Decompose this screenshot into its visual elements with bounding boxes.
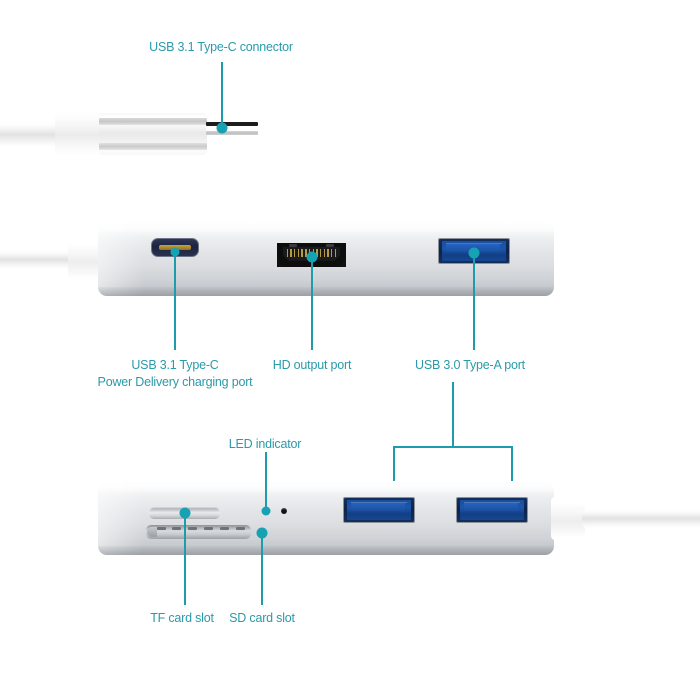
usb-a-port-left-tongue	[350, 503, 405, 511]
led-indicator-light	[281, 508, 287, 514]
hdmi-pin	[319, 249, 322, 258]
sd-card-slot-contacts	[156, 527, 245, 531]
hub-back-bottom-edge	[98, 546, 554, 555]
hdmi-pin	[290, 249, 292, 258]
label-sd-card-slot: SD card slot	[229, 611, 295, 625]
usb-a-port-left-cavity	[346, 500, 412, 520]
sd-contact	[156, 527, 166, 531]
usb-a-port-right[interactable]	[456, 497, 528, 523]
hub-front-left-sheen	[98, 222, 144, 296]
label-led-indicator: LED indicator	[228, 437, 302, 451]
leader-line-led-indicator	[265, 452, 267, 512]
hub-back-strain-relief	[551, 497, 585, 540]
leader-line-tf-card-slot	[184, 513, 186, 605]
hdmi-pin	[327, 249, 329, 258]
bracket-branch-right	[511, 446, 513, 504]
typec-tip-lower-contact	[206, 131, 258, 135]
hdmi-pin	[301, 249, 303, 258]
sd-contact	[203, 527, 213, 531]
hdmi-pin	[297, 249, 300, 258]
shell-seam-top	[99, 118, 207, 125]
hub-front-cable	[0, 250, 72, 269]
callout-dot-hd-output	[306, 251, 318, 263]
usb-a-port-left[interactable]	[343, 497, 415, 523]
hdmi-pin	[323, 249, 326, 258]
hdmi-pin	[316, 249, 318, 258]
sd-contact	[172, 527, 182, 531]
usb-a-port-right-highlight	[463, 501, 521, 503]
callout-dot-sd-card-slot	[256, 527, 268, 539]
callout-dot-usb30-front	[468, 247, 480, 259]
hdmi-pin	[334, 249, 337, 258]
usb-a-port-left-highlight	[350, 501, 408, 503]
callout-dot-led-indicator	[261, 506, 271, 516]
hub-back-top-highlight	[98, 481, 554, 493]
bracket-horizontal-bar	[393, 446, 513, 448]
sd-card-slot-end-cap	[147, 527, 157, 537]
hdmi-notch-right	[326, 244, 334, 248]
typec-tip-gap	[206, 126, 258, 131]
sd-contact	[188, 527, 198, 531]
leader-line-typec-connector	[221, 62, 223, 128]
callout-dot-typec-connector	[216, 122, 228, 134]
sd-contact	[235, 527, 245, 531]
sd-card-slot[interactable]	[146, 525, 251, 539]
hdmi-pin	[294, 249, 296, 258]
hdmi-notch-left	[289, 244, 297, 248]
hub-front-strain-relief	[68, 238, 102, 281]
typec-tip-upper-contact	[206, 122, 258, 126]
leader-line-usb30-front	[473, 252, 475, 350]
leader-line-sd-card-slot	[261, 533, 263, 605]
hub-back-left-sheen	[98, 481, 144, 555]
usb-a-port-right-tongue	[463, 503, 518, 511]
label-pd-charging-line2: Power Delivery charging port	[97, 375, 253, 389]
leader-line-pd-charging	[174, 250, 176, 350]
bracket-stem	[452, 382, 454, 447]
label-hd-output: HD output port	[272, 358, 352, 372]
hdmi-pin	[286, 249, 289, 258]
label-typec-connector: USB 3.1 Type-C connector	[149, 40, 293, 54]
shell-seam-bottom	[99, 143, 207, 150]
usb-a-port-right-cavity	[459, 500, 525, 520]
callout-dot-tf-card-slot	[179, 507, 191, 519]
hdmi-pin	[331, 249, 333, 258]
bracket-branch-left	[393, 446, 395, 504]
hub-back-cable	[582, 509, 700, 528]
hub-front-bottom-edge	[98, 287, 554, 296]
sd-contact	[219, 527, 229, 531]
usb-a-port-front-highlight	[445, 242, 503, 244]
leader-line-hd-output	[311, 256, 313, 350]
hub-front-top-highlight	[98, 222, 554, 234]
callout-dot-pd-charging	[170, 247, 180, 257]
hdmi-pin	[305, 249, 307, 258]
label-pd-charging-line1: USB 3.1 Type-C	[131, 358, 219, 372]
label-tf-card-slot: TF card slot	[150, 611, 214, 625]
label-usb30-typea: USB 3.0 Type-A port	[415, 358, 525, 372]
connector-housing	[55, 112, 103, 156]
